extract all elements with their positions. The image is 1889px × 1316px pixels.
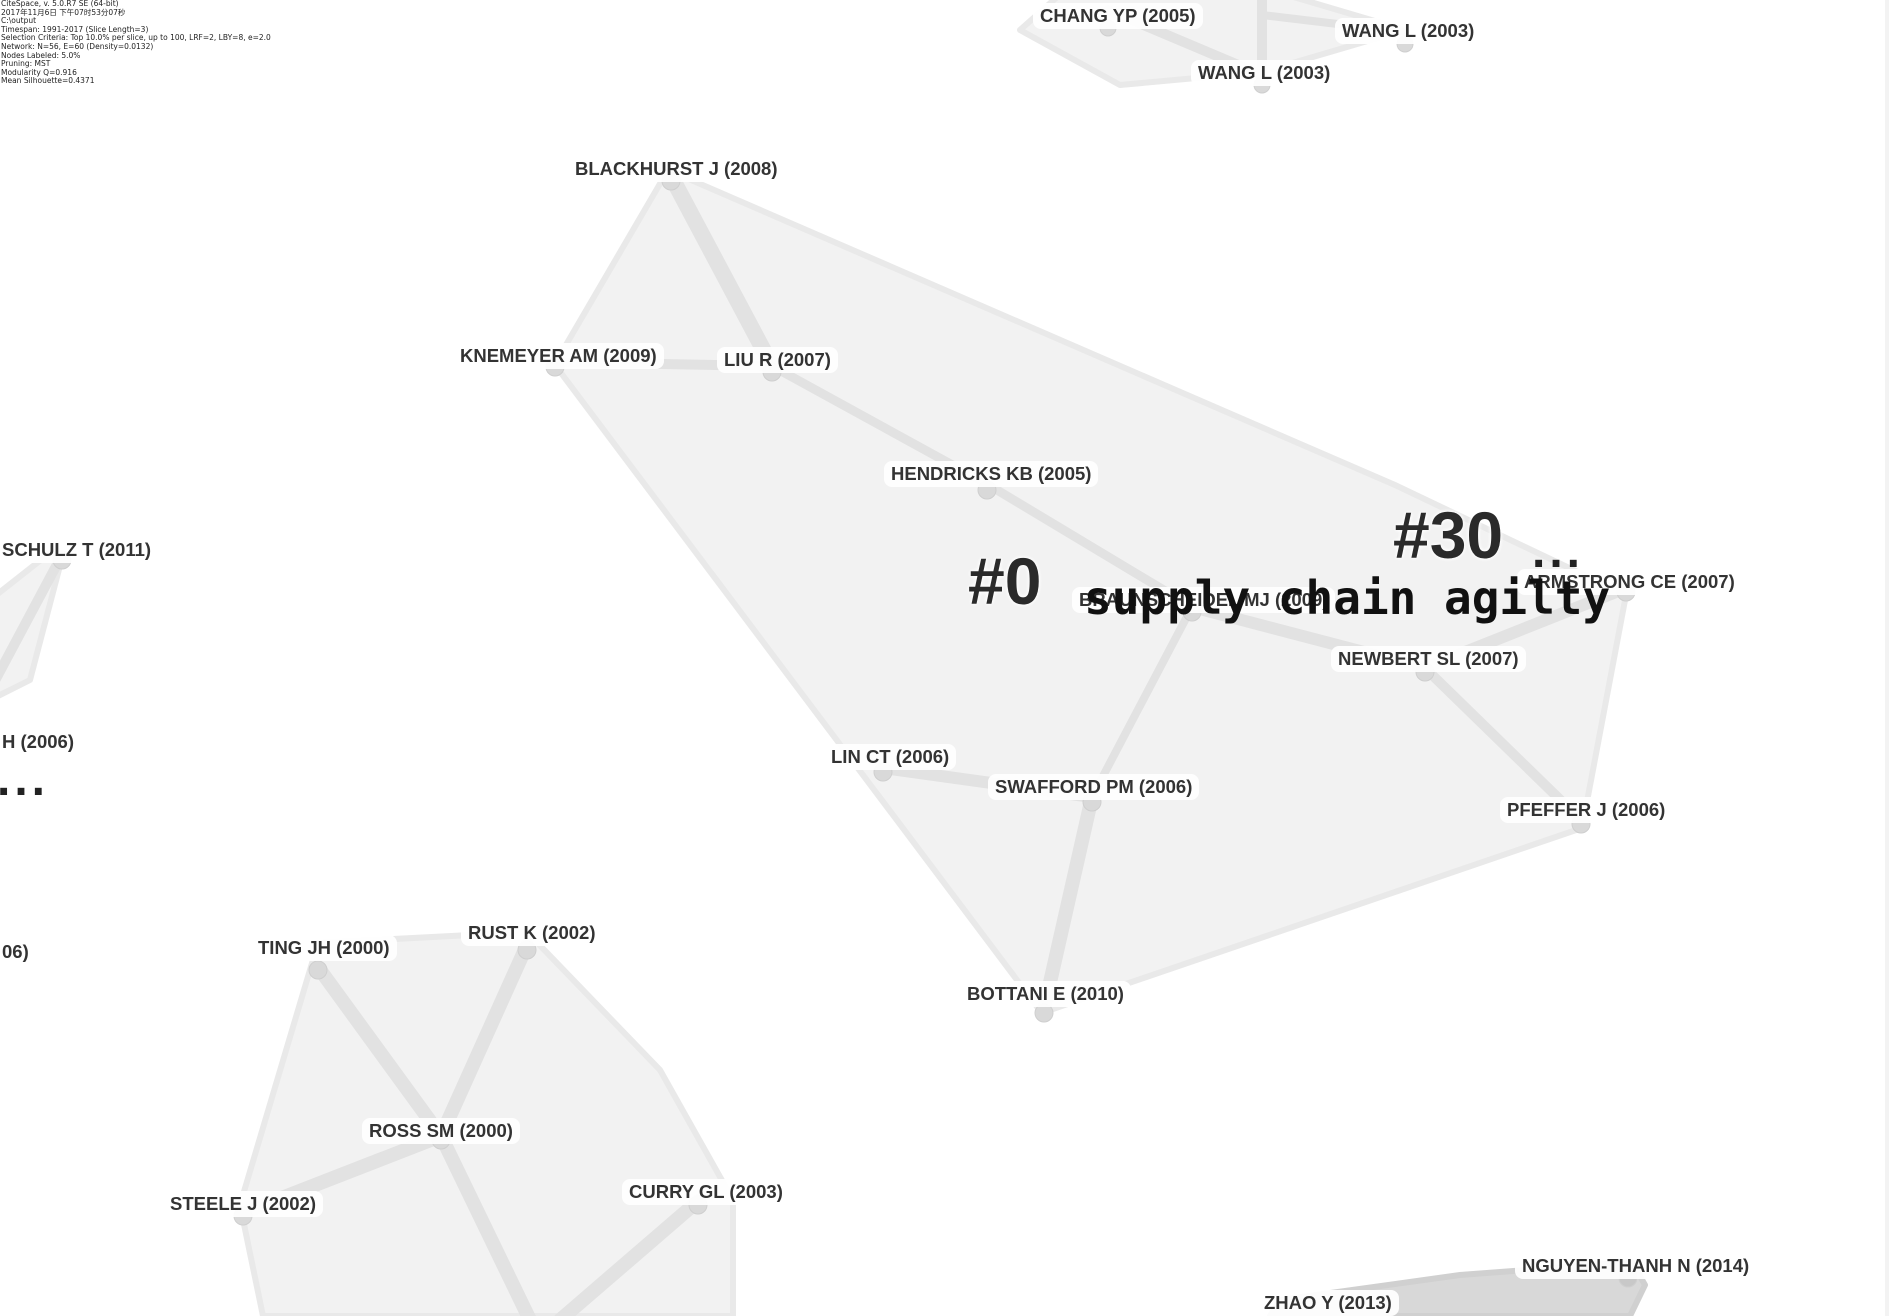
node-label-knemeyer[interactable]: KNEMEYER AM (2009)	[453, 343, 664, 369]
edge	[1420, 663, 1586, 825]
edge	[1088, 603, 1196, 801]
node-dot[interactable]	[308, 960, 328, 980]
cluster-name-left-truncated[interactable]: ...	[0, 753, 50, 806]
edge	[554, 1194, 705, 1316]
node-label-ting[interactable]: TING JH (2000)	[251, 935, 397, 961]
node-label-wang-1[interactable]: WANG L (2003)	[1335, 18, 1482, 44]
node-label-h2006[interactable]: H (2006)	[0, 729, 81, 755]
node-label-linct[interactable]: LIN CT (2006)	[824, 744, 957, 770]
edge	[982, 479, 1197, 612]
node-label-steele[interactable]: STEELE J (2002)	[163, 1191, 324, 1217]
cluster-name-0[interactable]: supply chain agilty	[1084, 571, 1611, 625]
node-label-hendricks[interactable]: HENDRICKS KB (2005)	[884, 461, 1099, 487]
node-label-nguyen[interactable]: NGUYEN-THANH N (2014)	[1515, 1253, 1757, 1279]
node-label-schulz[interactable]: SCHULZ T (2011)	[0, 537, 159, 563]
cluster-number-0[interactable]: #0	[968, 544, 1042, 618]
node-label-chang[interactable]: CHANG YP (2005)	[1033, 3, 1203, 29]
node-label-pfeffer[interactable]: PFEFFER J (2006)	[1500, 797, 1673, 823]
info-line: C:\output	[1, 16, 37, 26]
node-label-swafford[interactable]: SWAFFORD PM (2006)	[988, 774, 1200, 800]
cluster-name-30[interactable]: ...	[1532, 525, 1585, 578]
info-line: Nodes Labeled: 5.0%	[1, 50, 81, 60]
info-line: Network: N=56, E=60 (Density=0.0132)	[1, 41, 154, 51]
edge	[434, 938, 534, 1143]
edge	[434, 1129, 536, 1316]
network-info-panel: CiteSpace, v. 5.0.R7 SE (64-bit)2017年11月…	[1, 0, 271, 86]
node-label-ross[interactable]: ROSS SM (2000)	[362, 1118, 520, 1144]
node-label-newbert[interactable]: NEWBERT SL (2007)	[1331, 646, 1526, 672]
node-label-06[interactable]: 06)	[0, 939, 36, 965]
scrollbar-edge	[1885, 0, 1889, 1316]
cluster-number-30[interactable]: #30	[1393, 498, 1504, 572]
info-line: Pruning: MST	[1, 59, 51, 69]
edge	[0, 550, 67, 682]
edge	[1037, 790, 1099, 1016]
info-line: Timespan: 1991-2017 (Slice Length=3)	[1, 24, 149, 34]
edge	[663, 168, 780, 374]
node-label-rust[interactable]: RUST K (2002)	[461, 920, 603, 946]
node-label-bottani[interactable]: BOTTANI E (2010)	[960, 981, 1131, 1007]
node-label-curry[interactable]: CURRY GL (2003)	[622, 1179, 790, 1205]
info-line: 2017年11月6日 下午07时53分07秒	[1, 7, 126, 17]
node-label-braunscheidel[interactable]: BRAUNSCHEIDEL MJ (2009)	[1072, 587, 1336, 613]
node-label-zhao[interactable]: ZHAO Y (2013)	[1257, 1290, 1399, 1316]
node-label-blackhurst[interactable]: BLACKHURST J (2008)	[568, 156, 785, 182]
info-line: Selection Criteria: Top 10.0% per slice,…	[1, 33, 271, 43]
info-line: CiteSpace, v. 5.0.R7 SE (64-bit)	[1, 0, 119, 8]
node-label-armstrong[interactable]: ARMSTRONG CE (2007)	[1517, 569, 1742, 595]
node-label-liu[interactable]: LIU R (2007)	[717, 347, 838, 373]
info-line: Mean Silhouette=0.4371	[1, 76, 95, 86]
info-line: Modularity Q=0.916	[1, 67, 77, 77]
edge	[311, 960, 448, 1143]
node-label-wang-2[interactable]: WANG L (2003)	[1191, 60, 1338, 86]
